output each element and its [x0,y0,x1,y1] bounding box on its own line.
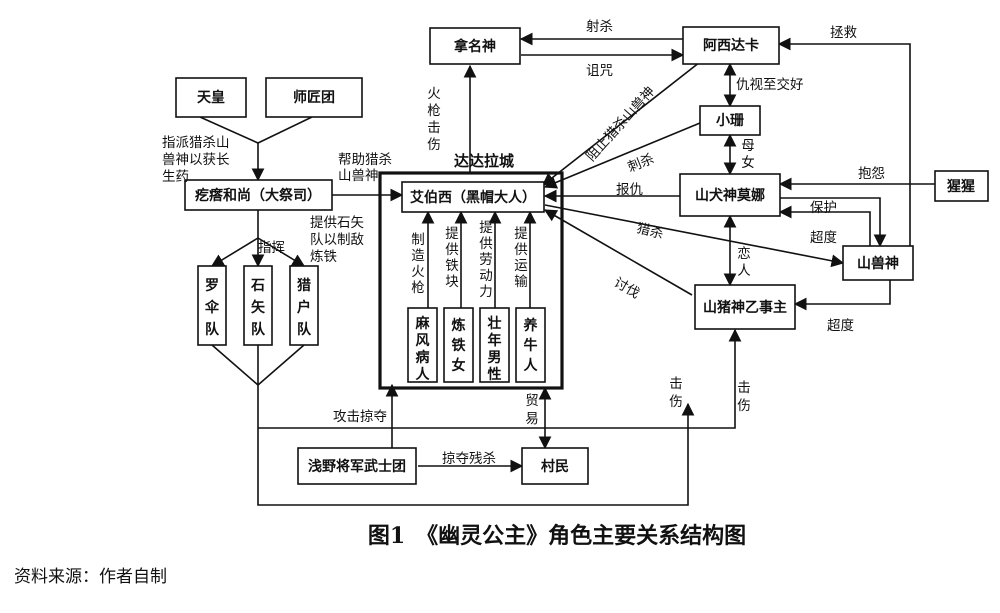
edge-label-zhengjiu: 拯救 [830,25,858,41]
gongji-jishang-shanzhu-arrow [258,328,742,429]
edge-label-liesha: 猎杀 [635,220,665,242]
node-liehudui: 猎户队 [289,265,319,346]
liehudui-converge-line [257,344,305,386]
node-luosandui-label: 罗伞队 [204,278,220,338]
node-liantienv-label: 炼铁女 [452,317,466,374]
figure-caption: 图1 《幽灵公主》角色主要关系结构图 [368,523,746,549]
node-tianhuang: 天皇 [175,77,247,118]
node-shanshoushen: 山兽神 [842,245,914,281]
arrow-to-luosandui [210,237,259,267]
node-shanshoushen-label: 山兽神 [857,255,899,272]
node-shanzhushen: 山猪神乙事主 [694,284,796,330]
connector-lines [199,32,935,506]
node-shanquanshen-label: 山犬神莫娜 [695,187,765,204]
figure-source: 资料来源：作者自制 [14,567,167,587]
node-mafeng-label: 麻风病人 [415,315,431,383]
edge-label-tigong-shishi: 提供石矢队以制敌炼铁 [310,215,364,265]
dadala-title: 达达拉城 [454,152,514,170]
node-qianye: 浅野将军武士团 [297,447,417,485]
edge-label-baoyuan: 抱怨 [858,166,885,182]
edge-label-taofa: 讨伐 [611,275,642,302]
edge-label-bangzhu: 帮助猎杀山兽神 [338,152,392,184]
edge-label-jishang1: 击伤 [669,376,683,410]
node-shishidui-label: 石矢队 [250,278,266,338]
edge-label-chaodu1: 超度 [810,230,837,246]
liesha-arrow [544,204,845,268]
luosandui-converge-line [211,344,259,386]
edge-label-gongji: 攻击掠夺 [333,409,387,425]
node-mafeng: 麻风病人 [407,307,438,383]
edge-label-yunshu: 提供运输 [514,226,528,290]
edge-label-lueduo: 掠夺残杀 [442,451,496,467]
arrow-to-liehudui [257,237,306,267]
edge-label-munv: 母女 [741,138,755,171]
edge-label-maoyi: 贸易 [525,393,539,427]
chaodu1-arrow [778,205,871,246]
node-liantienv: 炼铁女 [443,307,474,383]
cisha-arrow [543,122,701,189]
zhengjiu-arrow [777,37,911,246]
node-yangniu-label: 养牛人 [523,317,539,374]
edge-label-baohu: 保护 [810,200,837,216]
node-aiboxi: 艾伯西（黑帽大人） [401,181,545,213]
node-shishidui: 石矢队 [243,265,273,346]
edge-label-tiekuai: 提供铁块 [445,226,459,290]
node-namingshen-label: 拿名神 [453,38,496,55]
edge-label-zhihui: 指挥 [258,240,285,256]
edge-label-chaodu2: 超度 [827,318,854,334]
baohu-arrow [780,197,887,248]
node-cunmin: 村民 [521,447,589,485]
edge-label-chousi: 仇视至交好 [736,76,804,93]
edge-label-zhipai: 指派猎杀山兽神以获长生药 [162,135,230,185]
edge-label-shesha: 射杀 [586,19,613,35]
edge-label-huoqiang: 火枪击伤 [427,86,441,153]
node-xingxing-label: 猩猩 [946,178,975,195]
edge-label-cisha: 刺杀 [626,151,657,176]
node-shijiangtuan: 师匠团 [265,77,363,118]
node-axidaka: 阿西达卡 [682,26,780,65]
node-qianye-label: 浅野将军武士团 [308,458,406,475]
dadala-city-frame: 达达拉城 [378,152,564,390]
tianhuang-funnel-line [199,116,259,144]
zuzhi-arrow [541,61,701,186]
taofa-arrow [543,209,693,296]
node-yangniu: 养牛人 [515,307,546,383]
node-axidaka-label: 阿西达卡 [703,37,759,54]
node-shijiangtuan-label: 师匠团 [293,89,335,106]
node-liehudui-label: 猎户队 [297,277,312,338]
jishang-axidaka-arrow [257,385,695,506]
node-xiaoshan-label: 小珊 [716,113,744,129]
edge-label-zhizao: 制造火枪 [411,232,425,296]
node-jiechu: 疙瘩和尚（大祭司） [184,179,333,211]
chaodu2-arrow [793,280,891,311]
node-xingxing: 猩猩 [934,170,989,202]
node-aiboxi-label: 艾伯西（黑帽大人） [410,189,536,206]
node-xiaoshan: 小珊 [699,105,761,136]
node-shanzhushen-label: 山猪神乙事主 [703,299,787,316]
shijiangtuan-funnel-line [257,116,313,144]
node-jiechu-label: 疙瘩和尚（大祭司） [195,187,321,204]
edge-label-jishang2: 击伤 [737,380,751,414]
node-luosandui: 罗伞队 [197,265,227,346]
edge-label-lianren: 恋人 [737,245,751,279]
edge-label-zuzhou: 诅咒 [586,63,613,79]
node-tianhuang-label: 天皇 [197,89,225,106]
node-namingshen: 拿名神 [429,27,521,65]
edge-label-laodongli: 提供劳动力 [479,220,493,300]
node-shanquanshen: 山犬神莫娜 [679,173,781,217]
node-cunmin-label: 村民 [541,458,569,475]
node-zhuangnian-label: 壮年男性 [488,315,502,383]
edge-label-baochou: 报仇 [616,182,644,198]
node-zhuangnian: 壮年男性 [479,307,510,383]
